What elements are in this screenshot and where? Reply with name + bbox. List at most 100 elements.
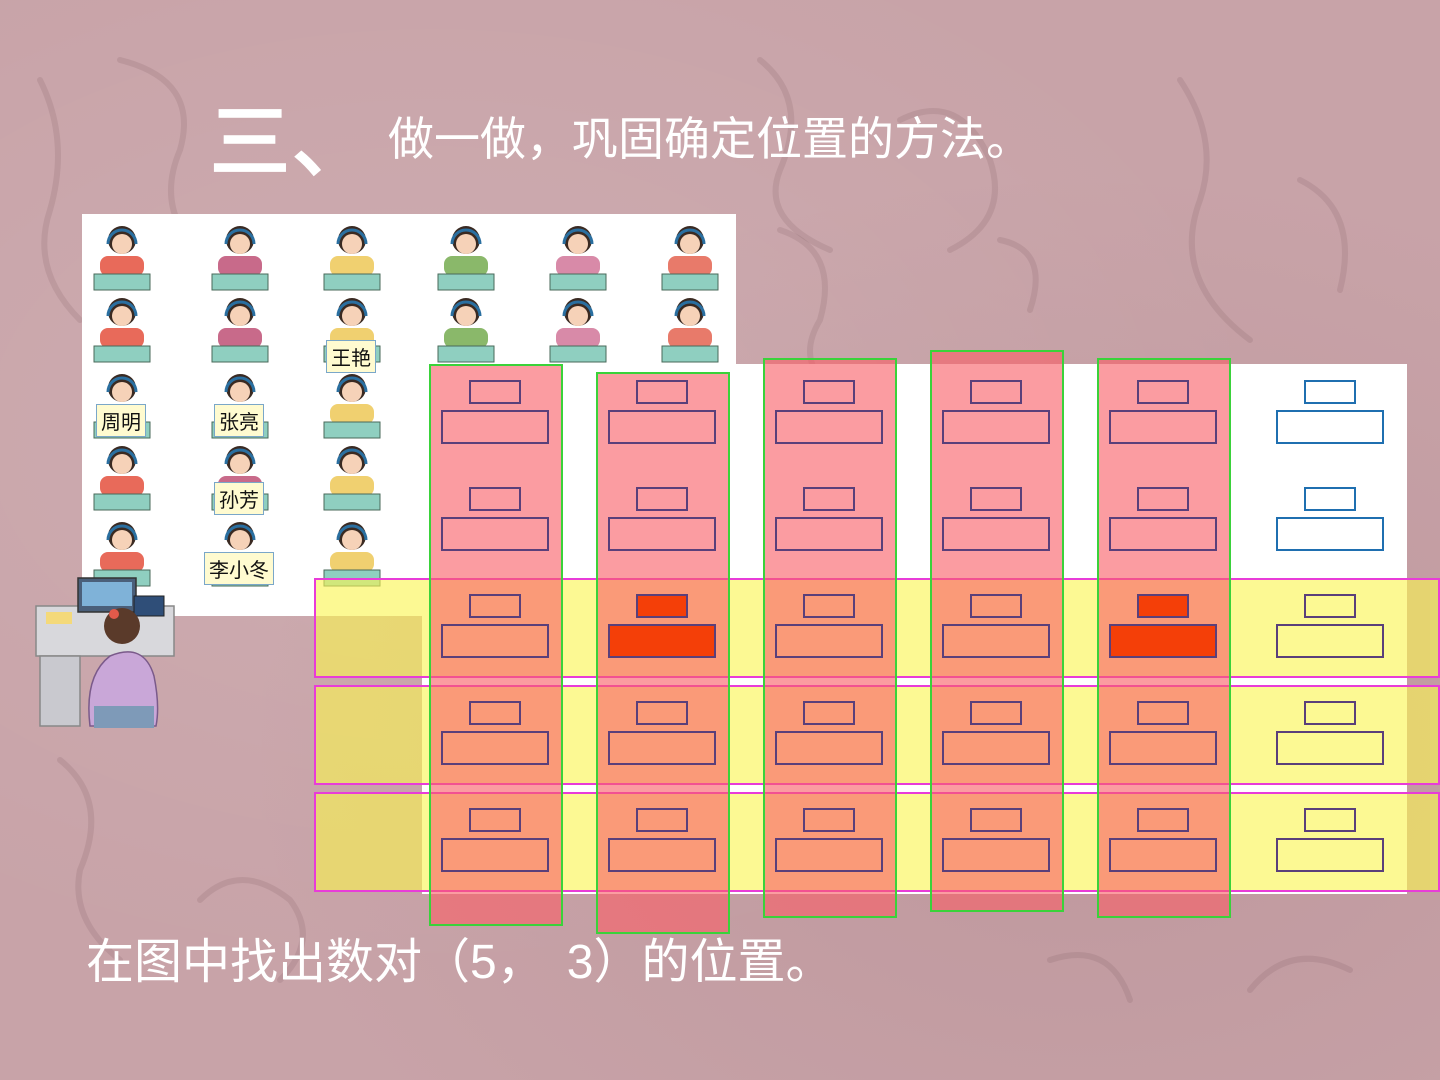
student-figure bbox=[549, 226, 607, 291]
question-suffix: ）的位置。 bbox=[593, 934, 834, 990]
desk-shape bbox=[441, 410, 549, 444]
seat-c6-r3 bbox=[1276, 594, 1384, 660]
desk-shape bbox=[1276, 731, 1384, 765]
desk-shape bbox=[775, 517, 883, 551]
desk-shape bbox=[608, 517, 716, 551]
chair-shape bbox=[970, 380, 1022, 404]
seat-c3-r2 bbox=[775, 487, 883, 553]
desk-shape bbox=[942, 624, 1050, 658]
student-figure bbox=[323, 522, 381, 587]
desk-shape bbox=[942, 410, 1050, 444]
desk-shape bbox=[608, 410, 716, 444]
student-figure bbox=[211, 298, 269, 363]
desk-shape bbox=[775, 731, 883, 765]
chair-shape bbox=[1137, 808, 1189, 832]
desk-shape bbox=[942, 731, 1050, 765]
chair-shape bbox=[970, 808, 1022, 832]
seat-c1-r4 bbox=[441, 701, 549, 767]
chair-shape bbox=[469, 808, 521, 832]
seat-c5-r3 bbox=[1109, 594, 1217, 660]
seat-c6-r1 bbox=[1276, 380, 1384, 446]
chair-shape bbox=[1137, 594, 1189, 618]
desk-shape bbox=[1276, 410, 1384, 444]
desk-shape bbox=[1109, 838, 1217, 872]
column-highlight-band bbox=[763, 358, 897, 918]
name-tag-sun-fang: 孙芳 bbox=[214, 482, 264, 515]
section-heading: 三、做一做，巩固确定位置的方法。 bbox=[210, 78, 1032, 194]
desk-shape bbox=[1276, 838, 1384, 872]
name-tag-zhang-liang: 张亮 bbox=[214, 404, 264, 437]
seat-c3-r3 bbox=[775, 594, 883, 660]
desk-shape bbox=[441, 838, 549, 872]
seat-c4-r4 bbox=[942, 701, 1050, 767]
seat-c6-r2 bbox=[1276, 487, 1384, 553]
chair-shape bbox=[803, 380, 855, 404]
name-tag-zhou-ming: 周明 bbox=[96, 404, 146, 437]
student-figure bbox=[323, 446, 381, 511]
chair-shape bbox=[1304, 701, 1356, 725]
seat-c6-r4 bbox=[1276, 701, 1384, 767]
chair-shape bbox=[636, 487, 688, 511]
chair-shape bbox=[1304, 487, 1356, 511]
seat-c4-r5 bbox=[942, 808, 1050, 874]
student-figure bbox=[93, 446, 151, 511]
students-illustration bbox=[93, 226, 719, 587]
chair-shape bbox=[1137, 701, 1189, 725]
student-figure bbox=[323, 374, 381, 439]
desk-shape bbox=[608, 838, 716, 872]
student-figure bbox=[211, 226, 269, 291]
desk-shape bbox=[441, 517, 549, 551]
student-figure bbox=[661, 298, 719, 363]
desk-shape bbox=[775, 410, 883, 444]
chair-shape bbox=[970, 594, 1022, 618]
seat-c1-r3 bbox=[441, 594, 549, 660]
seat-c4-r1 bbox=[942, 380, 1050, 446]
seat-c6-r5 bbox=[1276, 808, 1384, 874]
question-separator: ， bbox=[496, 934, 545, 990]
student-figure bbox=[549, 298, 607, 363]
chair-shape bbox=[636, 701, 688, 725]
chair-shape bbox=[636, 808, 688, 832]
desk-shape bbox=[1109, 410, 1217, 444]
desk-shape bbox=[1276, 517, 1384, 551]
student-figure bbox=[437, 298, 495, 363]
seat-c2-r1 bbox=[608, 380, 716, 446]
seat-c5-r5 bbox=[1109, 808, 1217, 874]
seat-c1-r5 bbox=[441, 808, 549, 874]
student-figure bbox=[93, 226, 151, 291]
teacher-at-desk-illustration bbox=[35, 577, 175, 728]
student-figure bbox=[661, 226, 719, 291]
chair-shape bbox=[636, 380, 688, 404]
seat-c3-r5 bbox=[775, 808, 883, 874]
chair-shape bbox=[803, 808, 855, 832]
chair-shape bbox=[970, 487, 1022, 511]
name-tag-li-xiaodong: 李小冬 bbox=[204, 552, 274, 585]
desk-shape bbox=[1109, 731, 1217, 765]
seat-c4-r3 bbox=[942, 594, 1050, 660]
desk-shape bbox=[608, 624, 716, 658]
seat-c5-r2 bbox=[1109, 487, 1217, 553]
desk-shape bbox=[775, 838, 883, 872]
question-prefix: 在图中找出数对（ bbox=[86, 934, 471, 990]
chair-shape bbox=[970, 701, 1022, 725]
seat-c2-r2 bbox=[608, 487, 716, 553]
section-number: 三、 bbox=[210, 95, 374, 189]
seat-c1-r2 bbox=[441, 487, 549, 553]
section-title: 做一做，巩固确定位置的方法。 bbox=[388, 112, 1032, 166]
question-first-number: 5 bbox=[470, 936, 497, 989]
name-tag-wang-yan: 王艳 bbox=[326, 340, 376, 373]
chair-shape bbox=[1304, 594, 1356, 618]
chair-shape bbox=[803, 701, 855, 725]
student-figure bbox=[93, 298, 151, 363]
seat-c2-r4 bbox=[608, 701, 716, 767]
question-text: 在图中找出数对（5，3）的位置。 bbox=[86, 922, 833, 992]
seat-c5-r4 bbox=[1109, 701, 1217, 767]
chair-shape bbox=[469, 594, 521, 618]
chair-shape bbox=[1137, 487, 1189, 511]
student-figure bbox=[437, 226, 495, 291]
seat-c3-r1 bbox=[775, 380, 883, 446]
chair-shape bbox=[636, 594, 688, 618]
chair-shape bbox=[803, 487, 855, 511]
chair-shape bbox=[1137, 380, 1189, 404]
